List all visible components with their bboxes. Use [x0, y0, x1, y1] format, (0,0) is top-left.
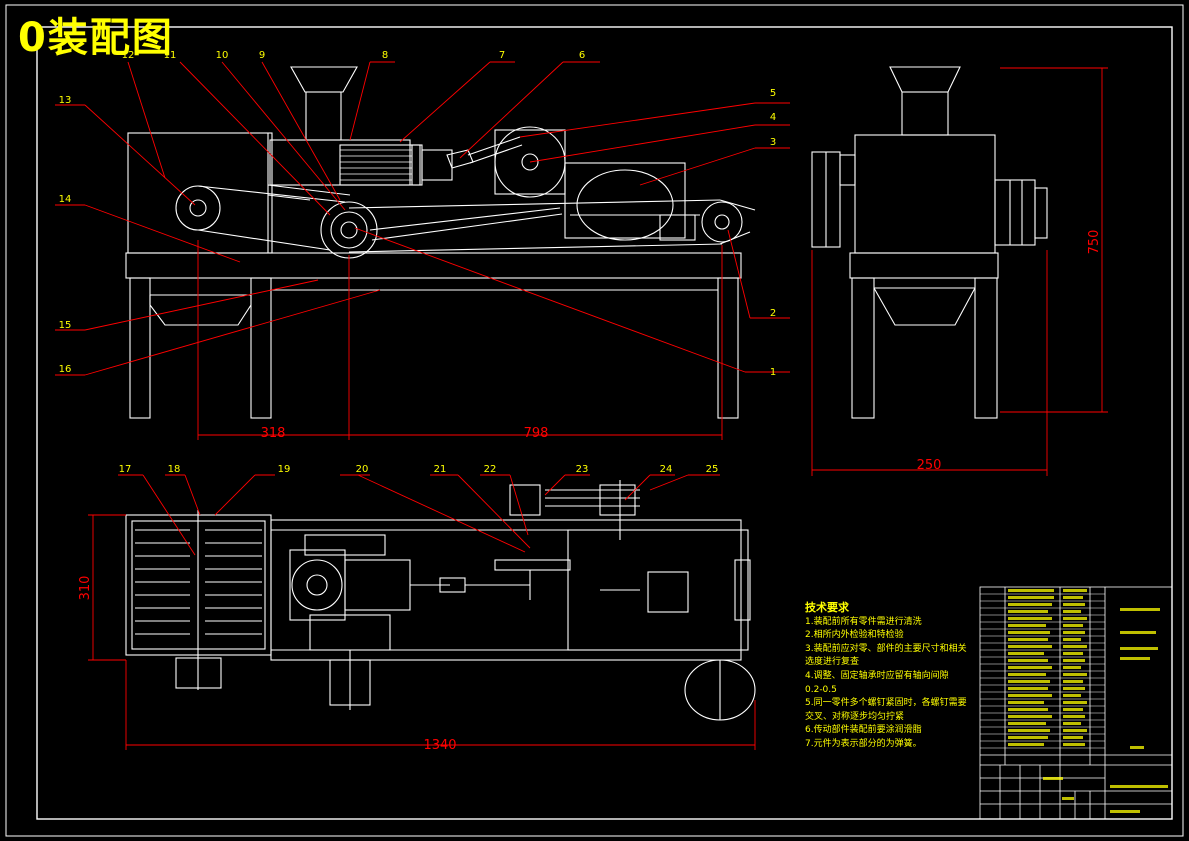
requirement-item: 3.装配前应对零、部件的主要尺寸和相关 — [805, 643, 967, 654]
dim-side-height: 750 — [1087, 230, 1102, 255]
balloon-25: 25 — [706, 464, 719, 475]
balloon-20: 20 — [356, 464, 369, 475]
outer-border — [5, 4, 1184, 837]
title-block — [979, 586, 1173, 820]
balloon-7: 7 — [499, 50, 505, 61]
dim-side-width: 250 — [917, 458, 942, 473]
requirement-item: 1.装配前所有零件需进行清洗 — [805, 616, 922, 627]
requirement-item: 7.元件为表示部分的为弹簧。 — [805, 738, 922, 749]
requirement-item: 选度进行复查 — [805, 657, 860, 668]
requirement-item: 0.2-0.5 — [805, 684, 837, 695]
balloon-13: 13 — [59, 95, 72, 106]
dim-top-length: 1340 — [423, 738, 456, 753]
top-view — [125, 480, 756, 721]
drawing-title: 0装配图 — [18, 15, 174, 61]
balloon-labels: 1 2 3 4 5 6 7 8 9 10 11 12 13 14 15 16 1… — [59, 50, 777, 475]
dimension-labels: 318 798 250 1340 750 310 — [78, 230, 1102, 753]
technical-requirements: 技术要求 1.装配前所有零件需进行清洗 2.相所内外检验和特检验 3.装配前应对… — [805, 601, 967, 752]
balloon-15: 15 — [59, 320, 72, 331]
requirement-item: 6.传动部件装配前要涂润滑脂 — [805, 725, 922, 736]
dim-front-right: 798 — [524, 426, 549, 441]
balloon-9: 9 — [259, 50, 265, 61]
balloon-24: 24 — [660, 464, 673, 475]
title-block-fill — [1008, 589, 1168, 813]
balloon-23: 23 — [576, 464, 589, 475]
balloon-3: 3 — [770, 137, 776, 148]
balloon-10: 10 — [216, 50, 229, 61]
requirements-heading: 技术要求 — [805, 601, 849, 614]
balloon-12: 12 — [122, 50, 135, 61]
leader-lines — [55, 61, 1108, 750]
requirement-item: 交叉、对称逐步均匀拧紧 — [805, 711, 905, 722]
balloon-18: 18 — [168, 464, 181, 475]
requirement-item: 5.同一零件多个螺钉紧固时，各螺钉需要 — [805, 698, 967, 709]
balloon-11: 11 — [164, 50, 177, 61]
balloon-21: 21 — [434, 464, 447, 475]
balloon-1: 1 — [770, 367, 776, 378]
side-view — [811, 66, 1048, 419]
balloon-17: 17 — [119, 464, 132, 475]
dim-top-height: 310 — [78, 576, 93, 601]
requirement-item: 2.相所内外检验和特检验 — [805, 630, 904, 641]
balloon-22: 22 — [484, 464, 497, 475]
balloon-16: 16 — [59, 364, 72, 375]
balloon-19: 19 — [278, 464, 291, 475]
balloon-8: 8 — [382, 50, 388, 61]
balloon-5: 5 — [770, 88, 776, 99]
requirement-item: 4.调整、固定轴承时应留有轴向间隙 — [805, 670, 949, 681]
inner-border — [36, 26, 1173, 820]
front-view — [125, 66, 756, 419]
balloon-2: 2 — [770, 308, 776, 319]
dim-front-left: 318 — [261, 426, 286, 441]
balloon-4: 4 — [770, 112, 776, 123]
balloon-14: 14 — [59, 194, 72, 205]
balloon-6: 6 — [579, 50, 585, 61]
